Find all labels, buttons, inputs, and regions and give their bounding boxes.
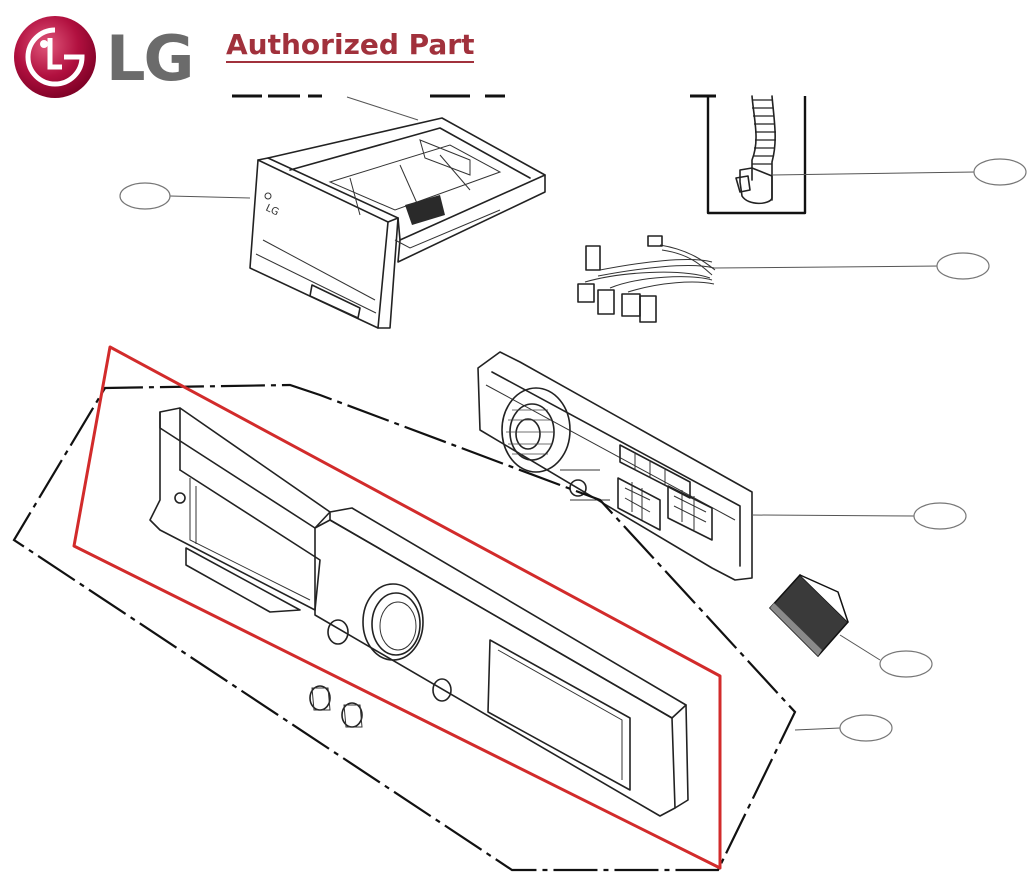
authorized-part-tagline: Authorized Part — [226, 28, 475, 63]
highlight-outline — [72, 345, 722, 870]
hose-callout — [973, 158, 1027, 186]
control-pcb — [477, 351, 967, 581]
harness-callout — [936, 252, 990, 280]
tagline-text: Authorized Part — [226, 28, 475, 61]
knob-callout — [879, 650, 933, 678]
drawer-callout — [119, 182, 171, 210]
lg-logo-text: LG — [106, 22, 192, 95]
detergent-drawer: LG — [119, 96, 546, 329]
wire-harness — [577, 235, 990, 323]
pcb-callout — [913, 502, 967, 530]
drain-hose — [706, 95, 1027, 215]
svg-text:LG: LG — [264, 203, 281, 219]
knob-cap — [768, 573, 933, 678]
panel-callout — [839, 714, 893, 742]
panel-push-buttons — [309, 685, 363, 728]
control-panel-assembly — [12, 383, 893, 872]
lg-logo: LG — [14, 16, 194, 98]
pcb-button-grid — [617, 444, 713, 541]
